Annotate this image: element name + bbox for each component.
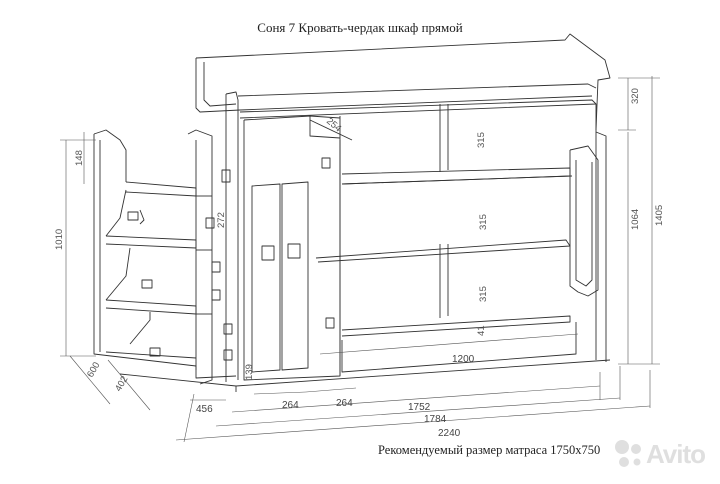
dim-600: 600 (85, 360, 102, 379)
dim-1784: 1784 (424, 414, 447, 425)
dim-315-top: 315 (476, 132, 487, 148)
dim-1010: 1010 (54, 229, 65, 250)
dim-315-middle: 315 (478, 214, 489, 230)
avito-logo-icon (615, 440, 641, 467)
dim-264-right: 264 (336, 398, 353, 409)
dim-402: 402 (113, 374, 130, 393)
dim-1064: 1064 (630, 209, 641, 230)
mattress-caption: Рекомендуемый размер матраса 1750x750 (378, 443, 601, 457)
dim-2240: 2240 (438, 428, 461, 439)
dim-41: 41 (476, 325, 487, 336)
dim-1405: 1405 (654, 205, 665, 226)
dim-272: 272 (216, 212, 227, 228)
dim-1752: 1752 (408, 402, 431, 413)
dim-315-bottom: 315 (478, 286, 489, 302)
dim-139: 139 (244, 364, 255, 380)
diagram-title: Соня 7 Кровать-чердак шкаф прямой (257, 20, 463, 35)
dim-1200: 1200 (452, 354, 475, 365)
dim-264-left: 264 (282, 400, 299, 411)
dim-456: 456 (196, 404, 213, 415)
dim-320: 320 (630, 88, 641, 104)
avito-watermark: Avito (612, 437, 712, 471)
dim-148: 148 (74, 150, 85, 166)
watermark-text: Avito (646, 439, 706, 469)
